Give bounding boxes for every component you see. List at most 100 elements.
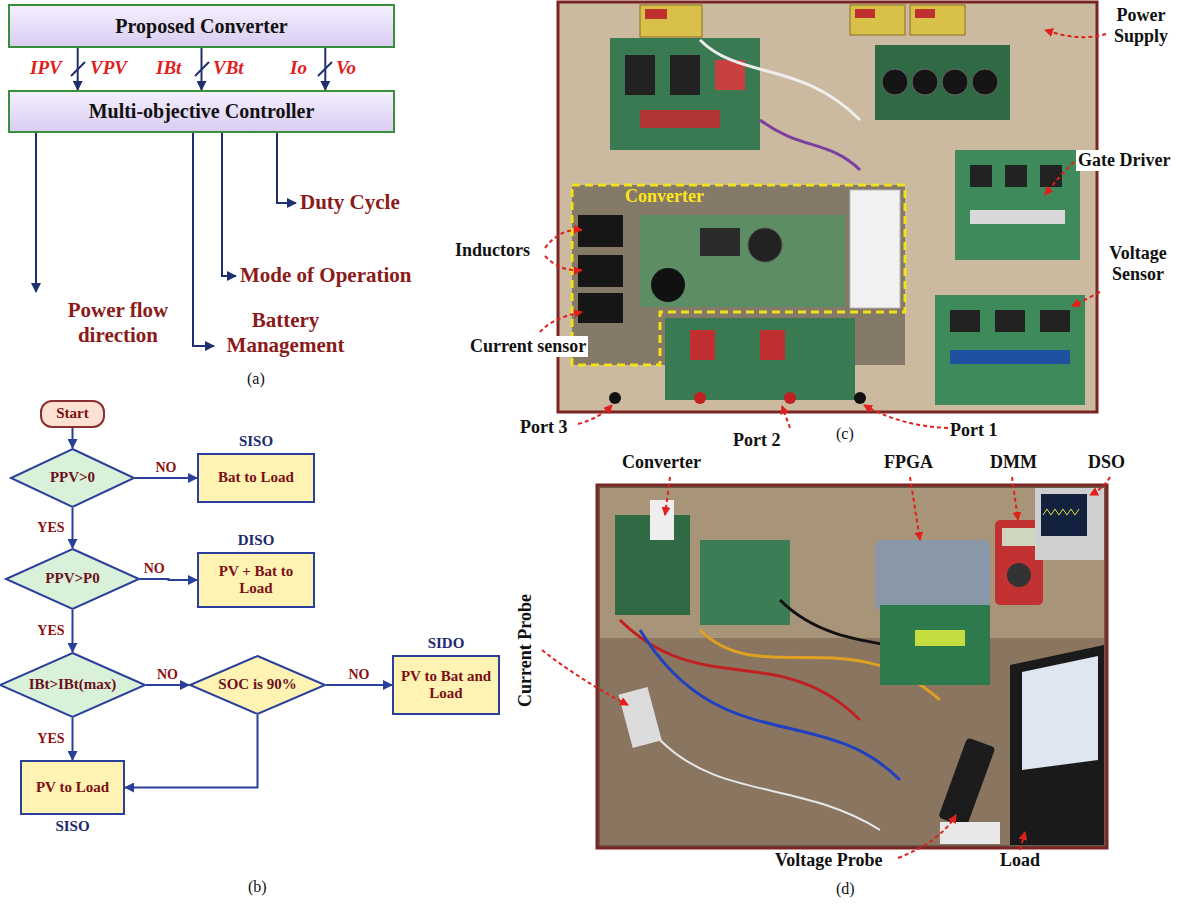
node-text: PV to Bat and Load [398, 668, 494, 703]
node-text: Proposed Converter [115, 15, 287, 38]
test-bench-photo [875, 540, 990, 610]
prototype-photo [640, 110, 720, 128]
prototype-photo [640, 5, 702, 37]
connector [326, 684, 392, 686]
prototype-photo [910, 5, 965, 35]
photo-label: FPGA [884, 452, 933, 473]
diamond-outline [11, 449, 134, 507]
diamond-outline [6, 549, 139, 609]
text-area: IBt>IBt(max) [0, 652, 146, 718]
node-text: SOC is 90% [218, 676, 296, 693]
node-text: IBt>IBt(max) [29, 676, 117, 693]
edge-label: YES [37, 731, 64, 746]
decision-diamond: SOC is 90% [189, 655, 326, 715]
mode-heading: SISO [179, 433, 333, 450]
prototype-photo [670, 55, 700, 95]
text-area: Proposed Converter [10, 6, 393, 46]
node-text: Bat to Load [218, 469, 294, 486]
text-area: PPV>P0 [5, 548, 140, 610]
photo-label: Voltage Probe [775, 850, 883, 871]
panel-caption: (c) [836, 425, 854, 443]
leader-line [545, 230, 582, 248]
photo-label: Converter [622, 452, 701, 473]
prototype-photo [760, 120, 860, 170]
mode-heading: SISO [2, 818, 143, 835]
test-bench-photo [880, 605, 990, 685]
diamond-outline [190, 656, 325, 714]
signal-label: VBt [213, 57, 244, 79]
prototype-photo [700, 228, 740, 256]
leader-line [1012, 477, 1018, 520]
prototype-photo [760, 330, 785, 360]
leader-line [1090, 477, 1110, 495]
leader-line [542, 650, 628, 705]
port-label: Port 2 [733, 430, 780, 451]
prototype-photo [694, 392, 706, 404]
process-box: PV + Bat to LoadDISO [197, 552, 315, 608]
prototype-photo [625, 55, 655, 95]
panel-caption: (d) [836, 880, 855, 898]
node-text: PV to Load [36, 779, 109, 796]
decision-diamond: PPV>0 [10, 448, 135, 508]
text-area: PV to Load [22, 762, 123, 813]
connector [146, 684, 189, 686]
output-label: Duty Cycle [300, 190, 400, 215]
port-label: Port 1 [950, 420, 997, 441]
port-label: Port 3 [520, 417, 567, 438]
prototype-photo [915, 9, 935, 18]
connector [140, 579, 197, 580]
edge-label: NO [157, 667, 178, 682]
diamond-outline [0, 653, 145, 717]
output-leader [277, 133, 296, 203]
prototype-photo [645, 9, 667, 19]
prototype-photo [950, 310, 980, 332]
text-area: Bat to Load [199, 455, 313, 501]
prototype-photo [935, 295, 1085, 405]
prototype-photo [748, 228, 782, 262]
prototype-photo [855, 9, 875, 18]
prototype-photo [572, 185, 905, 365]
text-area: Multi-objective Controller [10, 92, 393, 131]
connector [72, 718, 74, 760]
test-bench-photo [940, 822, 1000, 844]
photo-label: Current Probe [515, 581, 536, 721]
leader-line [540, 30, 1110, 858]
prototype-photo [875, 45, 1010, 120]
output-leader [222, 133, 236, 276]
text-area: PV + Bat to Load [199, 554, 313, 606]
photo-label: Current sensor [468, 336, 588, 357]
process-box: Bat to LoadSISO [197, 453, 315, 503]
test-bench-photo [938, 737, 995, 827]
leader-line [578, 405, 612, 424]
leader-line [898, 815, 956, 858]
test-bench-photo [1002, 528, 1036, 546]
photo-label: Inductors [455, 240, 530, 261]
output-label: Battery Management [218, 308, 353, 358]
leader-line [1072, 292, 1100, 306]
edge-label: NO [144, 561, 165, 576]
connector [72, 610, 74, 652]
panel-caption: (b) [248, 878, 267, 896]
panel-caption: (a) [247, 370, 265, 388]
leader-line [1045, 162, 1074, 195]
output-label: Power flow direction [58, 298, 178, 348]
connector [201, 48, 203, 90]
prototype-photo [609, 392, 621, 404]
test-bench-photo [1043, 509, 1079, 515]
prototype-photo [970, 210, 1065, 224]
prototype-photo [995, 310, 1025, 332]
prototype-photo [558, 2, 1097, 412]
prototype-photo [578, 293, 623, 323]
start-terminal: Start [40, 400, 105, 428]
leader-line [1020, 832, 1025, 850]
connector [72, 508, 74, 548]
prototype-photo [690, 330, 715, 360]
test-bench-photo [1035, 488, 1104, 560]
prototype-photo [578, 255, 623, 287]
prototype-photo [1005, 165, 1027, 187]
signal-label: VPV [90, 57, 127, 79]
mode-heading: DISO [179, 532, 333, 549]
decision-diamond: PPV>P0 [5, 548, 140, 610]
prototype-photo [850, 5, 905, 35]
test-bench-photo [640, 630, 900, 780]
